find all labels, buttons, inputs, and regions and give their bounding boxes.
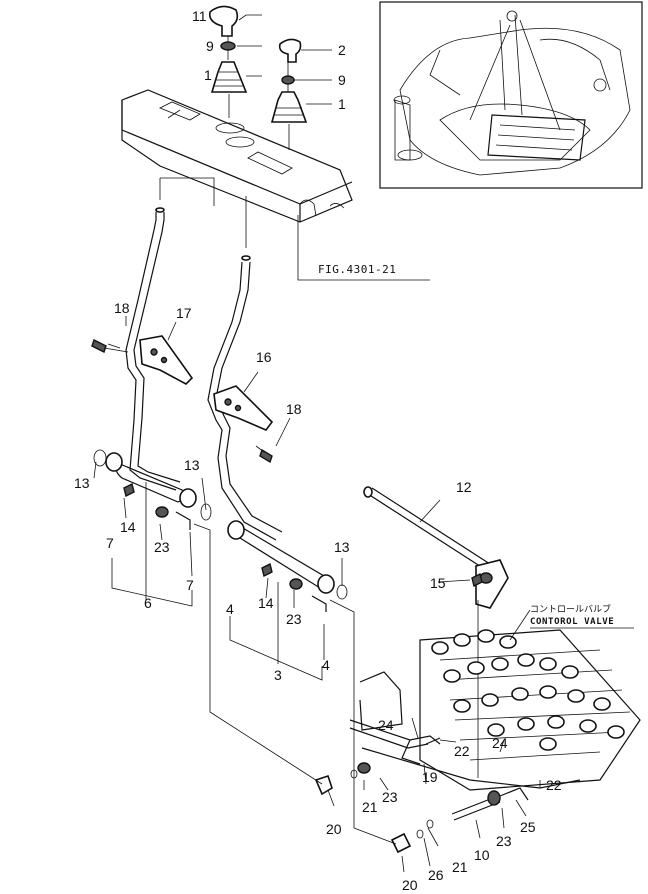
bolt-part-15 (471, 572, 483, 588)
label-10: 10 (474, 847, 490, 863)
label-19: 19 (422, 769, 438, 785)
label-7b: 7 (186, 577, 194, 593)
label-18b: 18 (286, 401, 302, 417)
valve-spools (431, 629, 625, 751)
label-6: 6 (144, 595, 152, 611)
control-valve-english: CONTOROL VALVE (530, 617, 614, 627)
label-9a: 9 (206, 38, 214, 54)
label-13c: 13 (334, 539, 350, 555)
knob-part-11 (208, 5, 239, 37)
label-7a: 7 (106, 535, 114, 551)
control-valve-caption: コントロールバルブ CONTOROL VALVE (530, 603, 634, 629)
label-23a: 23 (154, 539, 170, 555)
label-22a: 22 (454, 743, 470, 759)
label-11: 11 (192, 8, 207, 24)
label-14a: 14 (120, 519, 136, 535)
linkage-part-19 (349, 719, 581, 789)
lever-rod-right (207, 255, 283, 541)
label-2: 2 (338, 42, 346, 58)
mounting-plate (121, 89, 353, 223)
figure-reference: FIG.4301-21 (297, 215, 430, 281)
label-16: 16 (256, 349, 272, 365)
boot-part-1a (210, 61, 248, 93)
label-3: 3 (274, 667, 282, 683)
label-1b: 1 (338, 96, 346, 112)
knob-part-2 (278, 38, 302, 63)
nut-part-9a (220, 41, 236, 51)
figure-reference-label: FIG.4301-21 (318, 263, 396, 276)
bracket-part-17 (139, 335, 194, 385)
label-23d: 23 (496, 833, 512, 849)
label-4b: 4 (322, 657, 330, 673)
label-25: 25 (520, 819, 536, 835)
link-part-6 (93, 449, 212, 521)
inset-view (379, 1, 643, 189)
control-valve-assembly (359, 629, 641, 791)
nut-part-9b (281, 75, 295, 85)
label-4a: 4 (226, 601, 234, 617)
label-12: 12 (456, 479, 472, 495)
label-20b: 20 (402, 877, 418, 893)
label-20a: 20 (326, 821, 342, 837)
label-13a: 13 (74, 475, 90, 491)
label-22b: 22 (546, 777, 562, 793)
boot-part-1b (270, 91, 308, 123)
parts-14a-23a (123, 482, 191, 530)
part-number-labels: 11 9 1 2 9 1 18 17 16 18 13 14 7 23 6 7 … (74, 8, 562, 893)
label-26: 26 (428, 867, 444, 883)
control-valve-japanese: コントロールバルブ (530, 603, 611, 615)
label-23c: 23 (382, 789, 398, 805)
label-1a: 1 (204, 67, 212, 83)
label-24b: 24 (492, 735, 508, 751)
label-17: 17 (176, 305, 192, 321)
label-24a: 24 (378, 717, 394, 733)
label-21a: 21 (362, 799, 378, 815)
bracket-part-16 (213, 385, 274, 431)
label-14b: 14 (258, 595, 274, 611)
bolt-part-18b (255, 445, 273, 464)
parts-20-21-23-26 (314, 762, 434, 854)
label-13b: 13 (184, 457, 200, 473)
lever-rod-left (125, 207, 181, 491)
label-18a: 18 (114, 300, 130, 316)
rod-part-10 (451, 787, 529, 821)
bolt-part-18a (91, 339, 129, 353)
label-23b: 23 (286, 611, 302, 627)
rod-part-12 (363, 486, 509, 778)
parts-14b-23b (261, 562, 327, 612)
link-part-3 (227, 520, 348, 600)
label-15: 15 (430, 575, 446, 591)
label-9b: 9 (338, 72, 346, 88)
label-21b: 21 (452, 859, 468, 875)
